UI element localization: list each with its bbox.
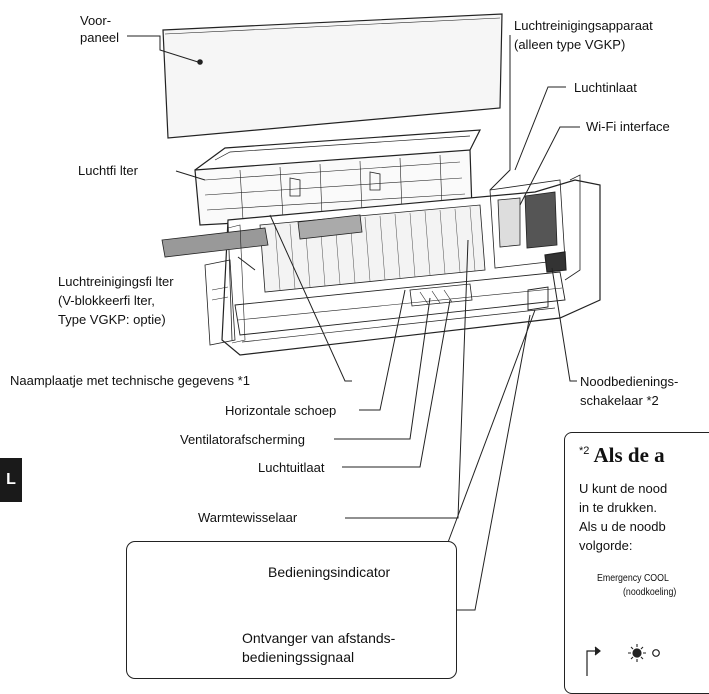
sun-icon xyxy=(628,644,646,662)
label-luchtreinigingsfilter: Luchtreinigingsfi lter xyxy=(58,274,174,289)
label-noodbedieningsschakelaar: Noodbedienings- xyxy=(580,374,679,389)
note-title: *2 Als de a xyxy=(579,443,665,468)
label-ontvanger: Ontvanger van afstands- xyxy=(242,630,396,646)
label-wifi-interface: Wi-Fi interface xyxy=(586,119,670,134)
off-lamp-icon xyxy=(652,649,660,657)
label-voorpaneel: Voor- paneel xyxy=(80,13,120,45)
label-v-blokkeerfilter: (V-blokkeerfi lter, xyxy=(58,293,155,308)
emergency-indicator-sequence xyxy=(586,644,660,676)
emergency-cool-sublabel: (noodkoeling) xyxy=(623,587,677,598)
note-line-2: in te drukken. xyxy=(579,500,658,515)
label-ventilatorafscherming: Ventilatorafscherming xyxy=(180,432,306,447)
label-luchtreinigingsapparaat: Luchtreinigingsapparaat xyxy=(514,18,653,33)
label-naamplaatje: Naamplaatje met technische gegevens *1 xyxy=(10,373,250,388)
language-tab: L xyxy=(0,458,22,502)
label-luchtinlaat: Luchtinlaat xyxy=(574,80,637,95)
label-noodbedieningsschakelaar-2: schakelaar *2 xyxy=(580,393,659,408)
label-horizontale-schoep: Horizontale schoep xyxy=(225,403,337,418)
label-luchtuitlaat: Luchtuitlaat xyxy=(258,460,325,475)
note-line-3: Als u de noodb xyxy=(579,519,666,534)
label-luchtreinigingsapparaat-type: (alleen type VGKP) xyxy=(514,37,626,52)
note-title-text: Als de a xyxy=(593,443,665,467)
air-conditioner-exploded-diagram xyxy=(127,13,601,646)
note-line-1: U kunt de nood xyxy=(579,481,668,496)
air-purifying-filter xyxy=(161,214,363,258)
label-type-vgkp-optie: Type VGKP: optie) xyxy=(58,312,166,327)
label-warmtewisselaar: Warmtewisselaar xyxy=(198,510,298,525)
label-bedieningsindicator: Bedieningsindicator xyxy=(268,564,391,580)
emergency-note-box: *2 Als de a U kunt de nood in te drukken… xyxy=(564,432,709,694)
front-panel xyxy=(162,13,503,139)
emergency-cool-label: Emergency COOL xyxy=(597,573,669,584)
indicator-inset xyxy=(126,541,457,679)
note-title-footnote: *2 xyxy=(579,445,590,457)
note-line-4: volgorde: xyxy=(579,538,633,553)
label-luchtfilter: Luchtfi lter xyxy=(78,163,138,178)
sequence-arrow xyxy=(586,650,599,676)
label-ontvanger-2: bedieningssignaal xyxy=(242,649,355,665)
